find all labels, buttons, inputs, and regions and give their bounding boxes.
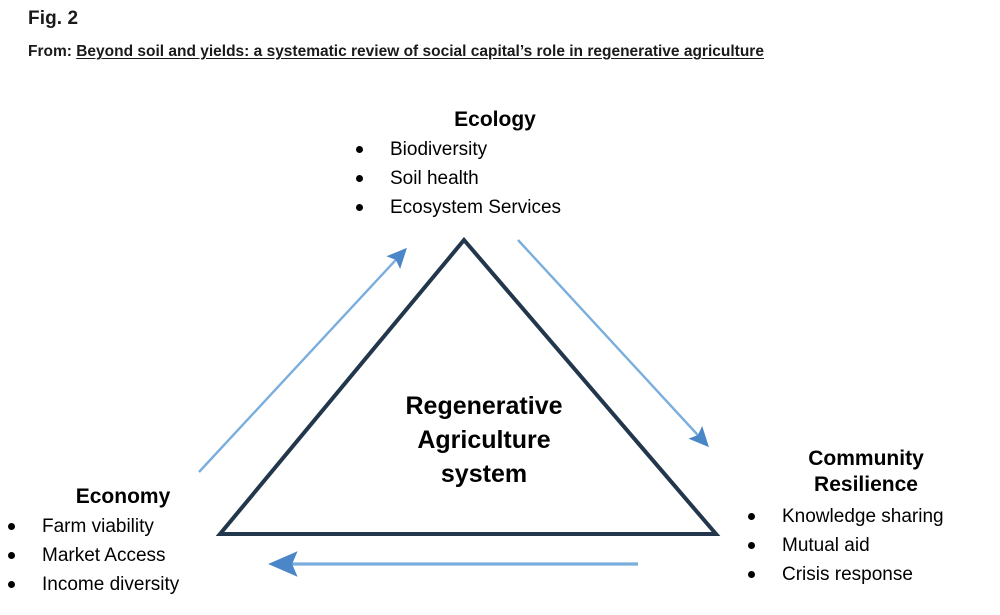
list-item: Market Access	[0, 541, 240, 570]
list-item-label: Biodiversity	[390, 139, 488, 160]
list-item-label: Crisis response	[782, 564, 913, 585]
figure-source-line: From: Beyond soil and yields: a systemat…	[28, 40, 940, 63]
figure-number: Fig. 2	[28, 8, 79, 29]
bullet-icon	[8, 581, 15, 588]
figure-header: Fig. 2 From: Beyond soil and yields: a s…	[28, 6, 958, 63]
list-item-label: Soil health	[390, 168, 479, 189]
bullet-icon	[748, 542, 755, 549]
center-label-line-1: Regenerative	[405, 392, 563, 420]
bullet-icon	[356, 146, 363, 153]
list-item-label: Mutual aid	[782, 535, 870, 556]
node-community-resilience: Community Resilience Knowledge sharing M…	[740, 446, 1000, 589]
bullet-icon	[8, 552, 15, 559]
node-community-heading-line-2: Resilience	[814, 473, 918, 496]
list-item: Ecosystem Services	[348, 193, 660, 222]
from-label: From:	[28, 43, 77, 60]
center-label-line-2: Agriculture	[417, 426, 551, 454]
bullet-icon	[8, 523, 15, 530]
list-item-label: Farm viability	[42, 516, 154, 537]
bullet-icon	[748, 571, 755, 578]
list-item-label: Market Access	[42, 545, 166, 566]
bullet-icon	[356, 175, 363, 182]
node-economy-heading: Economy	[75, 485, 171, 508]
list-item-label: Knowledge sharing	[782, 506, 944, 527]
list-item: Soil health	[348, 164, 660, 193]
node-community-heading-line-1: Community	[808, 447, 924, 470]
list-item: Biodiversity	[348, 135, 660, 164]
list-item-label: Income diversity	[42, 574, 180, 595]
list-item: Farm viability	[0, 512, 240, 541]
arrow-economy-to-ecology	[198, 247, 407, 473]
node-economy: Economy Farm viability Market Access Inc…	[0, 484, 240, 599]
list-item: Crisis response	[740, 560, 1000, 589]
bullet-icon	[356, 204, 363, 211]
list-item-label: Ecosystem Services	[390, 197, 562, 218]
node-ecology-list: Biodiversity Soil health Ecosystem Servi…	[348, 135, 660, 222]
center-label-line-3: system	[440, 460, 528, 488]
node-ecology: Ecology Biodiversity Soil health Ecosyst…	[330, 107, 660, 222]
bullet-icon	[748, 513, 755, 520]
center-label: Regenerative Agriculture system	[354, 389, 614, 491]
source-title-link[interactable]: Beyond soil and yields: a systematic rev…	[76, 43, 764, 60]
triangle-shape	[215, 236, 721, 536]
arrow-ecology-to-community	[517, 239, 709, 448]
list-item: Income diversity	[0, 570, 240, 599]
list-item: Mutual aid	[740, 531, 1000, 560]
list-item: Knowledge sharing	[740, 502, 1000, 531]
node-ecology-heading: Ecology	[454, 108, 536, 131]
node-community-list: Knowledge sharing Mutual aid Crisis resp…	[740, 502, 1000, 589]
node-economy-list: Farm viability Market Access Income dive…	[0, 512, 240, 599]
